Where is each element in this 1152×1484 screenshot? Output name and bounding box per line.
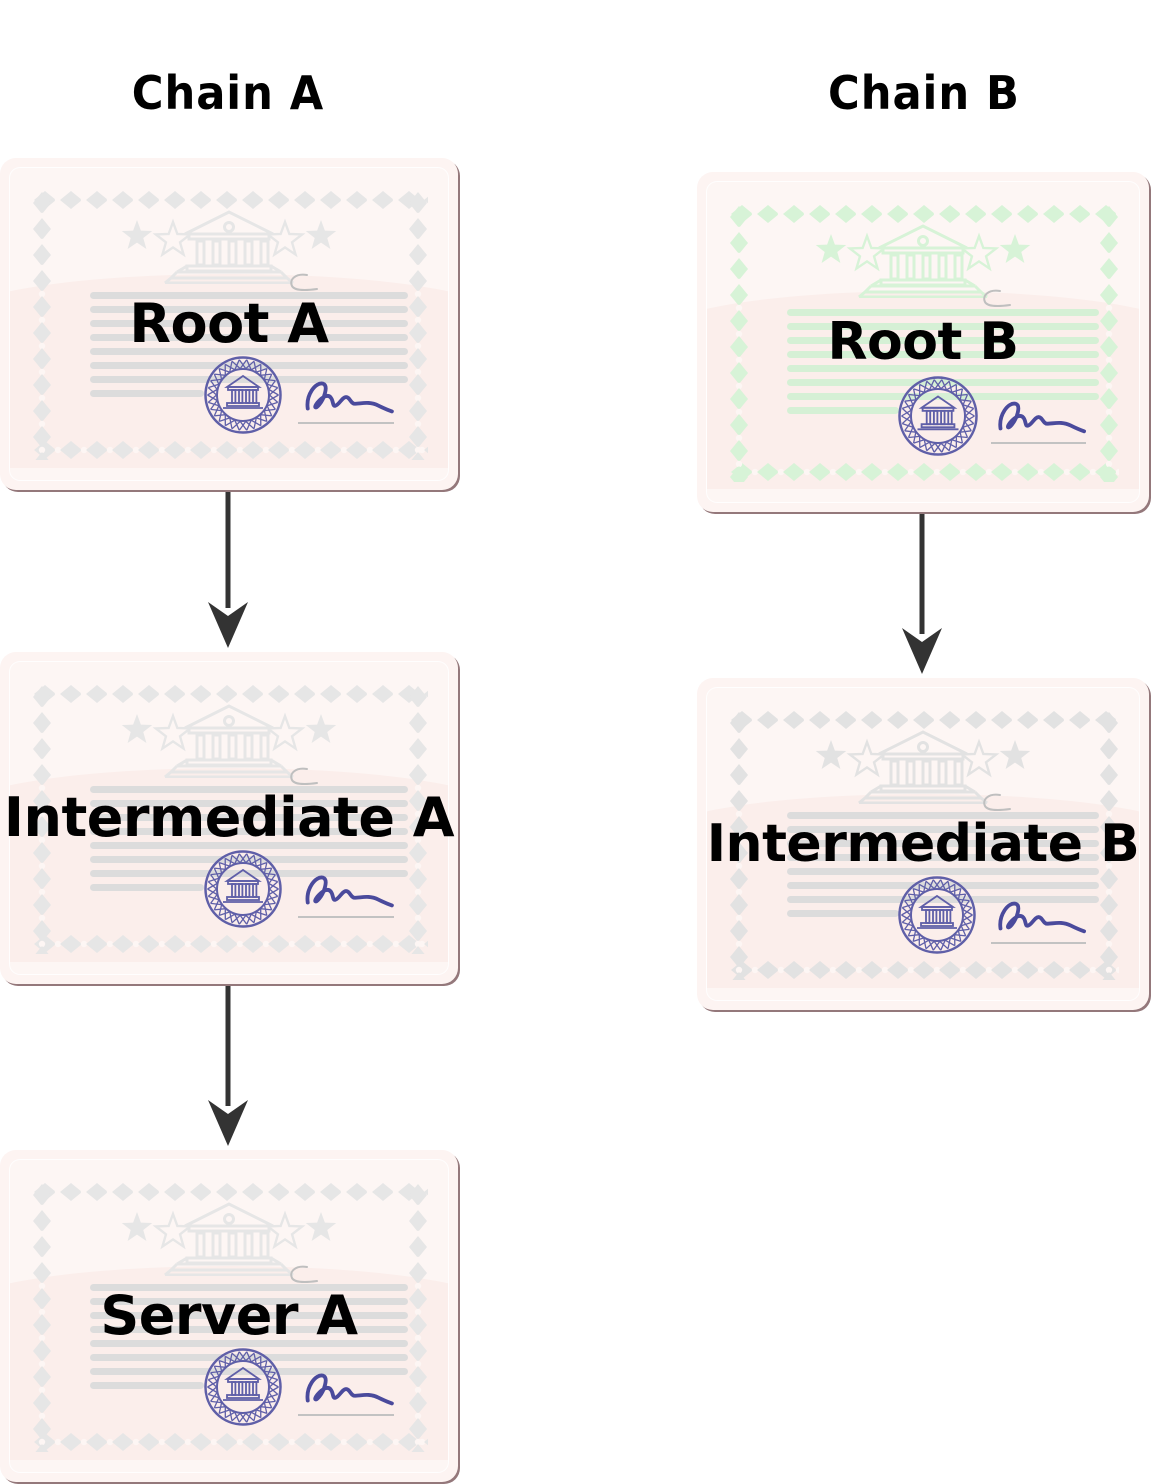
ornament-border-top	[32, 190, 448, 210]
chain-a-title: Chain A	[131, 66, 325, 120]
ornament-border-right	[408, 1182, 428, 1472]
certificate-frame	[9, 1159, 449, 1473]
certificate-card-server-a[interactable]: Server A	[0, 1150, 458, 1482]
arrow-down-icon-intermediate-a-to-server-a	[206, 986, 250, 1146]
signature-icon	[298, 870, 395, 918]
text-line	[90, 292, 408, 300]
text-line	[90, 1284, 408, 1292]
text-line	[90, 800, 408, 808]
text-line	[787, 840, 1099, 848]
text-line	[90, 1382, 205, 1390]
certificate-card-root-b[interactable]: Root B	[697, 172, 1149, 512]
arrow-down-icon-root-a-to-intermediate-a	[206, 492, 250, 648]
text-line	[90, 1326, 408, 1334]
ornament-border-bottom	[729, 462, 1139, 482]
text-line	[90, 334, 408, 342]
text-line	[90, 884, 205, 892]
ornament-border-top	[32, 1182, 448, 1202]
watermark-hook-icon	[287, 1264, 321, 1290]
bank-temple-crest-icon	[10, 704, 448, 778]
certificate-card-intermediate-a[interactable]: Intermediate A	[0, 652, 458, 984]
text-line	[787, 337, 1099, 345]
text-line	[787, 910, 900, 918]
official-seal-icon	[203, 1348, 282, 1430]
signature-icon	[991, 396, 1087, 444]
text-line	[787, 407, 900, 415]
chain-b-title: Chain B	[828, 66, 1020, 120]
ornament-border-bottom	[729, 960, 1139, 980]
text-line	[787, 854, 1099, 862]
certificate-label-root-b: Root B	[827, 312, 1019, 372]
text-line	[787, 393, 1099, 401]
text-line	[787, 309, 1099, 317]
text-line	[90, 786, 408, 794]
bank-temple-crest-icon	[10, 210, 448, 284]
ornament-border-top	[729, 204, 1139, 224]
signature-icon	[298, 376, 395, 424]
certificate-card-root-a[interactable]: Root A	[0, 158, 458, 490]
text-line	[787, 812, 1099, 820]
official-seal-icon	[898, 376, 978, 460]
official-seal-icon	[203, 356, 282, 438]
official-seal-icon	[898, 876, 976, 958]
ornament-border-top	[729, 710, 1139, 730]
watermark-hook-icon	[287, 272, 321, 298]
arrow-down-icon-root-b-to-intermediate-b	[900, 514, 944, 674]
text-line	[90, 320, 408, 328]
certificate-frame	[706, 687, 1140, 1001]
certificate-frame	[706, 181, 1140, 503]
text-line	[90, 828, 408, 836]
text-line	[787, 826, 1099, 834]
ornament-border-top	[32, 684, 448, 704]
certificate-frame	[9, 661, 449, 975]
certificate-label-server-a: Server A	[100, 1284, 358, 1347]
text-line	[90, 842, 408, 850]
text-line	[787, 351, 1099, 359]
signature-icon	[298, 1368, 395, 1416]
text-line	[90, 390, 205, 398]
certificate-label-intermediate-a: Intermediate A	[3, 786, 455, 849]
ornament-border-bottom	[32, 1432, 448, 1452]
text-line	[787, 323, 1099, 331]
bank-temple-crest-icon	[10, 1202, 448, 1276]
ornament-border-bottom	[32, 934, 448, 954]
bank-temple-crest-icon	[707, 224, 1139, 298]
text-line	[787, 365, 1099, 373]
bank-temple-crest-icon	[707, 730, 1139, 804]
certificate-label-intermediate-b: Intermediate B	[706, 814, 1140, 874]
certificate-card-intermediate-b[interactable]: Intermediate B	[697, 678, 1149, 1010]
certificate-label-root-a: Root A	[129, 292, 329, 355]
ornament-border-left	[32, 190, 52, 480]
watermark-hook-icon	[980, 792, 1014, 818]
text-line	[90, 1340, 408, 1348]
text-line	[90, 348, 408, 356]
watermark-hook-icon	[980, 288, 1014, 314]
text-line	[90, 306, 408, 314]
text-line	[90, 1298, 408, 1306]
signature-icon	[991, 896, 1087, 944]
ornament-border-bottom	[32, 440, 448, 460]
official-seal-icon	[203, 850, 282, 932]
certificate-frame	[9, 167, 449, 481]
text-line	[787, 868, 1099, 876]
watermark-hook-icon	[287, 766, 321, 792]
text-line	[90, 1312, 408, 1320]
text-line	[90, 814, 408, 822]
ornament-border-right	[408, 190, 428, 480]
